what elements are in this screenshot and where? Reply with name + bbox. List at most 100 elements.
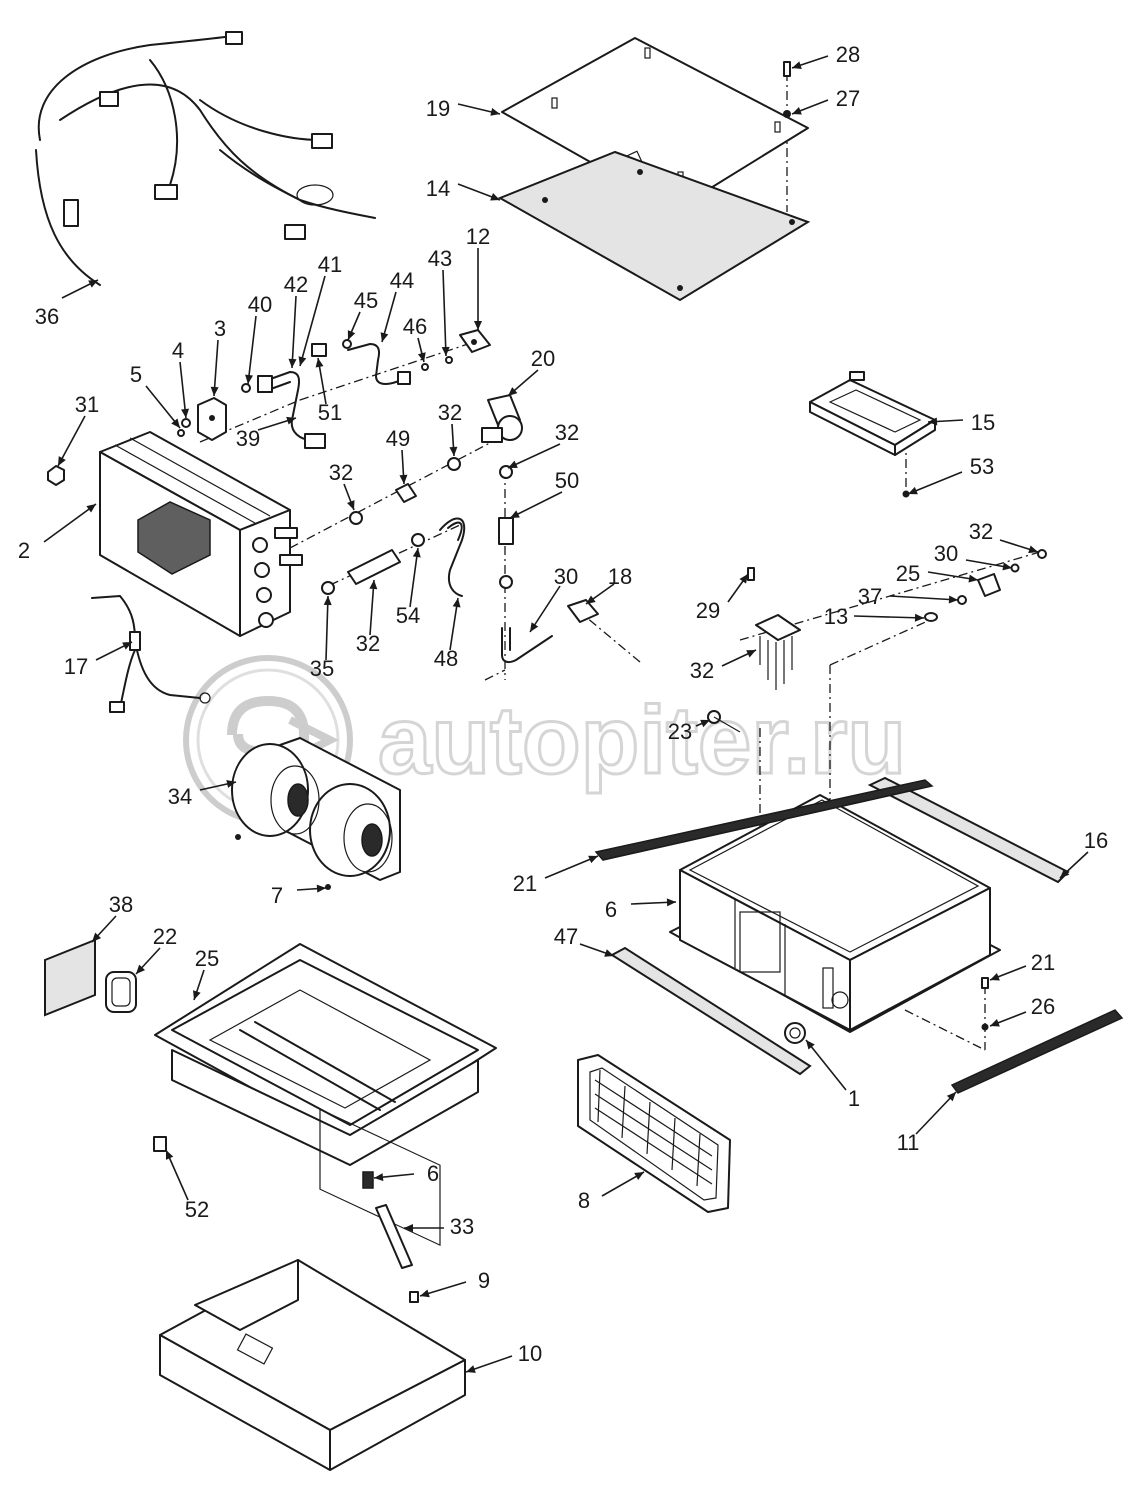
callout-label-19: 19 (426, 96, 450, 121)
callout-label-34: 34 (168, 784, 192, 809)
plate-part-13 (567, 599, 599, 623)
callout-arrowhead (441, 346, 450, 356)
callout-arrowhead (347, 330, 356, 340)
callout-label-40: 40 (248, 292, 272, 317)
callout-label-30: 30 (934, 541, 958, 566)
callout-label-15: 15 (971, 410, 995, 435)
grommet-part-11 (784, 1022, 806, 1044)
callout-arrowhead (466, 1365, 476, 1373)
callout-label-23: 23 (668, 719, 692, 744)
callout-label-27: 27 (836, 86, 860, 111)
callout-arrowhead (700, 719, 710, 728)
callout-label-11: 11 (897, 1130, 920, 1155)
callout-label-47: 47 (554, 924, 578, 949)
sensor-wire-part-35 (91, 595, 211, 713)
o-ring-part-43 (445, 356, 453, 364)
o-ring-part-45 (342, 339, 352, 349)
callout-label-30: 30 (554, 564, 578, 589)
callout-label-37: 37 (858, 584, 882, 609)
callout-label-38: 38 (109, 892, 133, 917)
callout-label-4: 4 (172, 338, 184, 363)
callout-arrowhead (92, 932, 102, 942)
callout-label-39: 39 (236, 426, 260, 451)
callout-leader (805, 1039, 847, 1091)
fitting-part-10 (409, 1291, 419, 1303)
clip-part-33 (153, 1136, 167, 1152)
callout-arrowhead (226, 780, 236, 788)
callout-label-6: 6 (427, 1161, 439, 1186)
washer-part-25-upper (1010, 563, 1020, 573)
gasket-strip-part-6-lower (950, 1009, 1124, 1094)
wire-harness-part-36 (35, 31, 376, 286)
hose-clamps-part-32 (321, 457, 513, 595)
callout-leader (299, 275, 326, 367)
callout-arrowhead (380, 332, 389, 342)
tube-part-44 (347, 343, 411, 385)
callout-arrowhead (588, 855, 598, 864)
callout-label-25: 25 (896, 561, 920, 586)
callout-label-2: 2 (18, 538, 30, 563)
callout-arrowhead (490, 193, 500, 201)
callout-leader (544, 855, 599, 879)
callout-arrowhead (990, 1019, 1000, 1027)
callout-label-44: 44 (390, 268, 414, 293)
callout-leader (57, 415, 86, 467)
callout-arrowhead (171, 418, 180, 428)
callout-arrowhead (586, 595, 596, 604)
callout-arrowhead (193, 990, 201, 1000)
grille-part-52 (577, 1054, 731, 1213)
callout-arrowhead (634, 1172, 644, 1180)
callout-label-32: 32 (438, 400, 462, 425)
screw-part-53 (902, 490, 910, 498)
callout-label-18: 18 (608, 564, 632, 589)
callout-label-10: 10 (518, 1341, 542, 1366)
screw-part-28 (783, 61, 791, 77)
washer-part-30-lower (957, 595, 967, 605)
nut-part-31 (47, 465, 65, 486)
callout-label-53: 53 (970, 454, 994, 479)
callout-arrowhead (58, 456, 66, 466)
callout-label-32: 32 (969, 519, 993, 544)
callout-arrowhead (210, 386, 219, 396)
blower-assembly-part-16 (231, 737, 401, 890)
callout-leader (509, 491, 563, 519)
callout-arrowhead (404, 1224, 413, 1232)
tube-part-18 (501, 627, 553, 664)
callout-arrowhead (181, 408, 190, 418)
callout-arrowhead (604, 949, 614, 957)
hose-part-50 (498, 517, 514, 545)
watermark: autopiter.ru (183, 655, 908, 825)
callout-leader (853, 615, 925, 619)
callout-label-8: 8 (578, 1188, 590, 1213)
bracket-part-37 (977, 573, 1001, 597)
callout-arrowhead (399, 474, 408, 484)
callout-label-33: 33 (450, 1214, 474, 1239)
callout-label-21: 21 (1031, 950, 1055, 975)
callout-arrowhead (666, 898, 676, 907)
callout-arrowhead (1002, 562, 1012, 571)
callout-label-51: 51 (318, 400, 342, 425)
callout-arrowhead (928, 417, 938, 426)
callout-arrowhead (1028, 545, 1038, 554)
callout-label-41: 41 (318, 252, 342, 277)
callout-arrowhead (990, 973, 1000, 981)
callout-arrowhead (739, 574, 748, 584)
callout-leader (325, 595, 329, 661)
callout-label-46: 46 (403, 314, 427, 339)
callout-label-31: 31 (75, 392, 99, 417)
callout-label-32: 32 (356, 631, 380, 656)
callout-leader (915, 1091, 957, 1135)
washer-part-27 (783, 110, 791, 118)
callout-arrowhead (288, 358, 297, 368)
gasket-strip-part-6-upper (594, 779, 934, 861)
callout-label-6: 6 (605, 897, 617, 922)
callout-leader (179, 361, 187, 419)
callout-leader (43, 503, 97, 543)
callout-arrowhead (412, 548, 421, 558)
callout-leader (507, 443, 561, 469)
callout-label-52: 52 (185, 1197, 209, 1222)
callout-arrowhead (374, 1173, 384, 1182)
o-ring-part-46 (421, 363, 429, 371)
callout-label-22: 22 (153, 924, 177, 949)
